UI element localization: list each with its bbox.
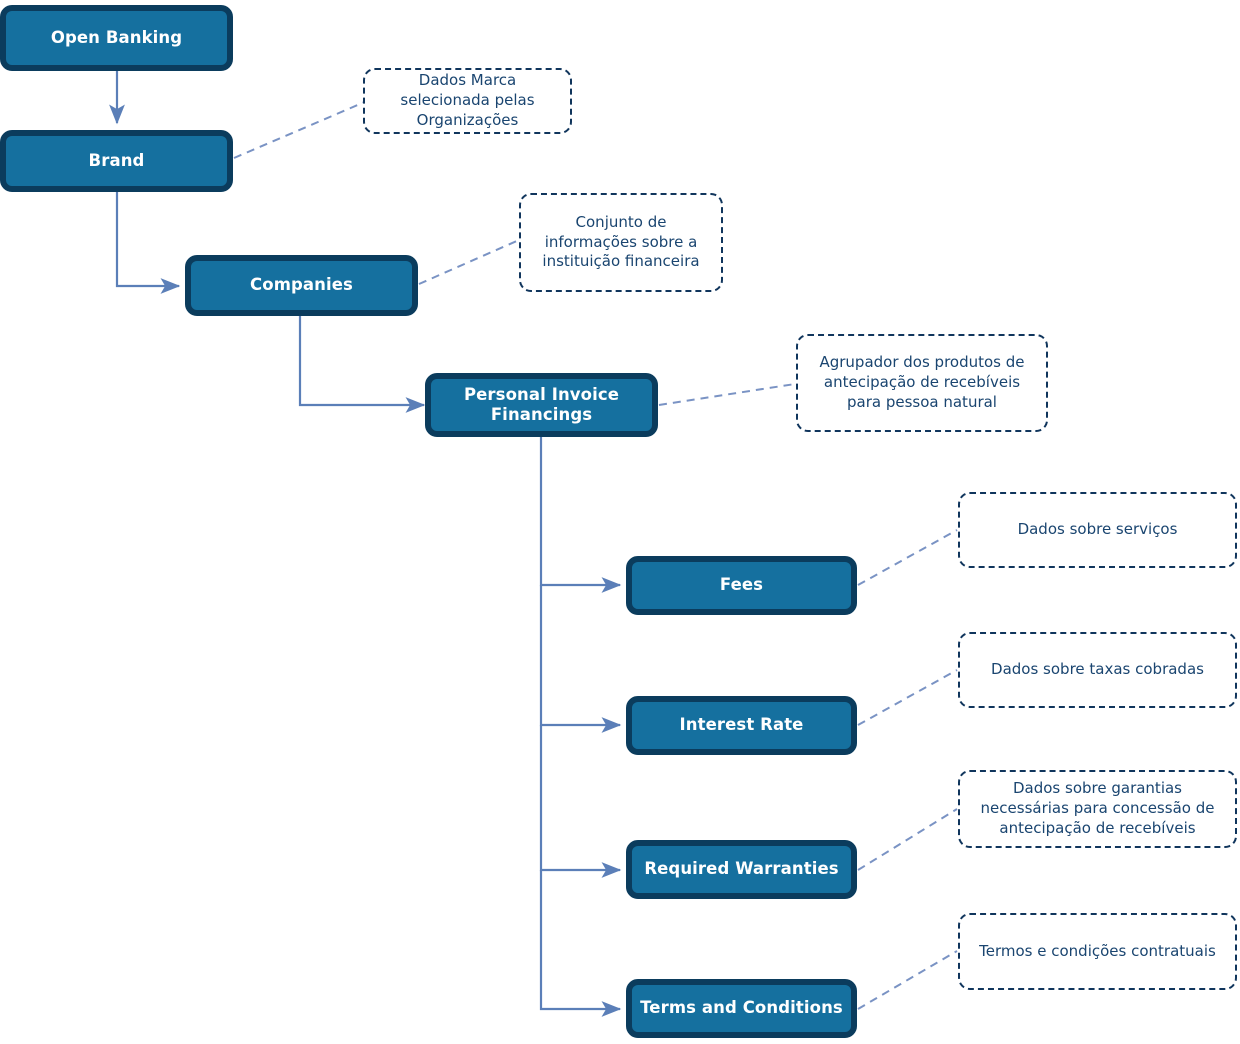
edge-brand-to-companies [115, 192, 181, 294]
note-fees-text: Dados sobre serviços [1017, 520, 1178, 539]
node-interest-rate-label: Interest Rate [679, 715, 804, 735]
node-open-banking-label: Open Banking [50, 27, 183, 47]
node-personal-invoice-financings[interactable]: Personal Invoice Financings [425, 373, 658, 437]
node-personal-invoice-financings-label-line1: Personal Invoice [463, 384, 620, 404]
edge-companies-to-personal-invoice-financings [298, 316, 426, 413]
leader-terms-and-conditions-to-note [857, 950, 958, 1010]
note-personal-invoice-financings: Agrupador dos produtos de antecipação de… [796, 334, 1048, 432]
note-required-warranties-text: Dados sobre garantias necessárias para c… [980, 779, 1215, 837]
node-personal-invoice-financings-label-line2: Financings [490, 405, 593, 424]
node-interest-rate[interactable]: Interest Rate [626, 696, 857, 755]
note-required-warranties: Dados sobre garantias necessárias para c… [958, 770, 1237, 848]
note-terms-and-conditions: Termos e condições contratuais [958, 913, 1237, 990]
note-brand-text: Dados Marca selecionada pelas Organizaçõ… [400, 71, 535, 129]
leader-interest-rate-to-note [857, 669, 958, 726]
note-fees: Dados sobre serviços [958, 492, 1237, 568]
leader-companies-to-note [418, 239, 520, 285]
note-brand: Dados Marca selecionada pelas Organizaçõ… [363, 68, 572, 134]
node-required-warranties-label: Required Warranties [644, 859, 839, 879]
node-open-banking[interactable]: Open Banking [0, 5, 233, 71]
node-terms-and-conditions-label: Terms and Conditions [640, 998, 843, 1018]
note-companies: Conjunto de informações sobre a institui… [519, 193, 723, 292]
edge-personal-invoice-financings-to-fees [539, 437, 622, 593]
note-companies-text: Conjunto de informações sobre a institui… [542, 212, 700, 271]
node-companies[interactable]: Companies [185, 255, 418, 316]
note-interest-rate-text: Dados sobre taxas cobradas [991, 660, 1204, 679]
node-brand-label: Brand [88, 150, 145, 170]
edge-personal-invoice-financings-to-terms-and-conditions [539, 870, 622, 1017]
node-terms-and-conditions[interactable]: Terms and Conditions [626, 979, 857, 1038]
node-companies-label: Companies [250, 275, 353, 295]
node-required-warranties[interactable]: Required Warranties [626, 840, 857, 899]
note-interest-rate: Dados sobre taxas cobradas [958, 632, 1237, 708]
edge-personal-invoice-financings-to-interest-rate [539, 585, 622, 733]
note-terms-and-conditions-text: Termos e condições contratuais [979, 941, 1216, 960]
leader-personal-invoice-financings-to-note [658, 383, 796, 406]
note-personal-invoice-financings-text: Agrupador dos produtos de antecipação de… [819, 353, 1025, 411]
node-fees[interactable]: Fees [626, 556, 857, 615]
node-brand[interactable]: Brand [0, 130, 233, 192]
node-fees-label: Fees [719, 575, 764, 595]
edge-personal-invoice-financings-to-required-warranties [539, 725, 622, 878]
leader-brand-to-note [233, 100, 368, 159]
leader-fees-to-note [857, 529, 958, 586]
leader-required-warranties-to-note [857, 808, 958, 871]
